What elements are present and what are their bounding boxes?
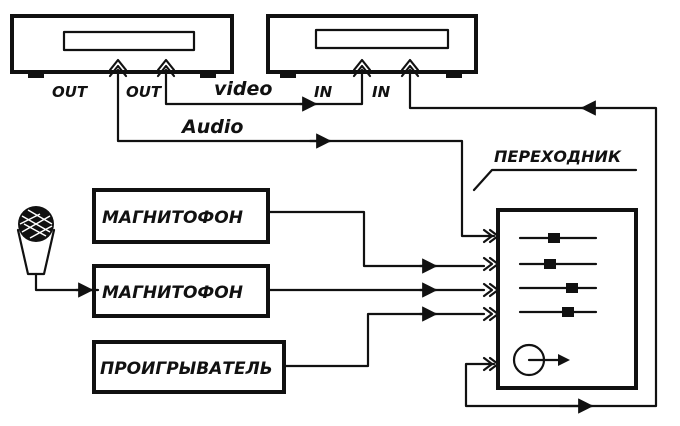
adapter-leader [472,168,638,192]
tape-recorder-1-label: МАГНИТОФОН [102,208,243,228]
out-left-label: OUT [52,83,89,101]
tape-recorder-2-label: МАГНИТОФОН [102,283,243,303]
return-cable [408,68,658,408]
vcr-jacks [108,58,420,78]
audio-cable [116,68,496,238]
turntable-label: ПРОИГРЫВАТЕЛЬ [100,359,273,379]
video-label: video [214,78,272,100]
adapter-box [482,208,638,390]
source-vcr [10,14,234,78]
out-right-label: OUT [126,83,163,101]
device-cables [266,210,486,368]
microphone-icon [16,206,100,298]
turntable: ПРОИГРЫВАТЕЛЬ [92,340,286,394]
in-right-label: IN [372,83,391,101]
in-left-label: IN [314,83,333,101]
tape-recorder-1: МАГНИТОФОН [92,188,270,244]
adapter-label: ПЕРЕХОДНИК [494,147,622,166]
recorder-vcr [266,14,478,78]
audio-label: Audio [180,116,243,138]
tape-recorder-2: МАГНИТОФОН [92,264,270,318]
video-cable [164,68,364,106]
